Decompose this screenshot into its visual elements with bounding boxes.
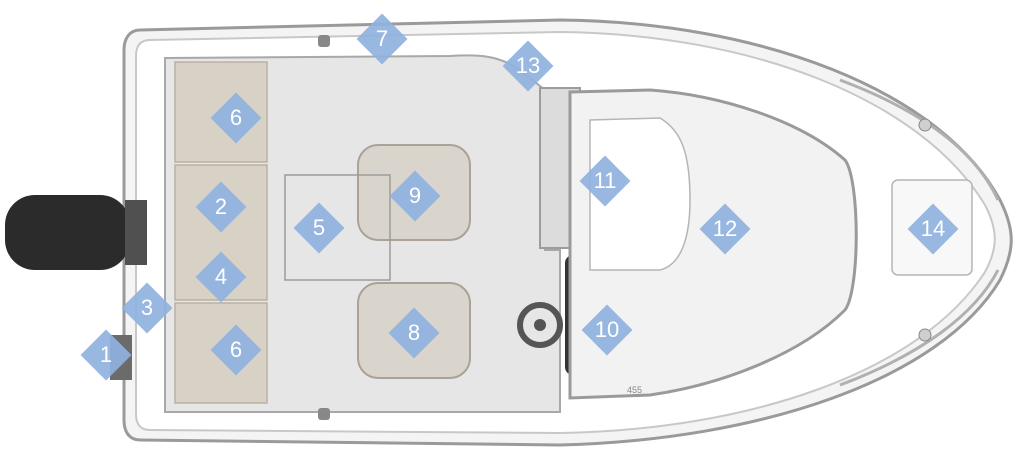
marker-12: 12 <box>699 203 751 255</box>
engine-bracket <box>125 200 147 265</box>
marker-number: 1 <box>99 342 113 367</box>
steering-hub <box>534 319 546 331</box>
marker-number: 12 <box>712 216 738 241</box>
cockpit-locker <box>284 174 391 281</box>
marker-10: 10 <box>581 304 633 356</box>
marker-number: 9 <box>408 183 422 208</box>
marker-number: 10 <box>594 317 620 342</box>
marker-number: 5 <box>312 215 326 240</box>
marker-14: 14 <box>907 203 959 255</box>
marker-9: 9 <box>389 170 441 222</box>
marker-number: 8 <box>407 320 421 345</box>
console-hatch <box>589 117 691 271</box>
marker-2: 2 <box>195 181 247 233</box>
marker-3: 3 <box>121 282 173 334</box>
marker-6-bottom: 6 <box>210 324 262 376</box>
marker-11: 11 <box>579 155 631 207</box>
marker-1: 1 <box>80 329 132 381</box>
marker-4: 4 <box>195 251 247 303</box>
bow-rail-bottom <box>839 269 1000 387</box>
cleat-bottom <box>318 408 330 420</box>
marker-number: 2 <box>214 194 228 219</box>
model-mark: 455 <box>627 385 642 395</box>
marker-number: 3 <box>140 295 154 320</box>
marker-7: 7 <box>356 13 408 65</box>
marker-number: 4 <box>214 264 228 289</box>
outboard-engine <box>5 195 130 270</box>
nav-light-starboard <box>918 328 932 342</box>
marker-number: 6 <box>229 337 243 362</box>
marker-6-top: 6 <box>210 92 262 144</box>
marker-number: 11 <box>593 168 617 193</box>
marker-13: 13 <box>502 40 554 92</box>
marker-number: 6 <box>229 105 243 130</box>
nav-light-port <box>918 118 932 132</box>
marker-number: 13 <box>515 53 541 78</box>
marker-number: 14 <box>920 216 946 241</box>
marker-8: 8 <box>388 307 440 359</box>
marker-5: 5 <box>293 202 345 254</box>
bow-rail-top <box>839 78 1000 201</box>
cleat-top <box>318 35 330 47</box>
marker-number: 7 <box>375 26 389 51</box>
steering-wheel <box>517 302 563 348</box>
